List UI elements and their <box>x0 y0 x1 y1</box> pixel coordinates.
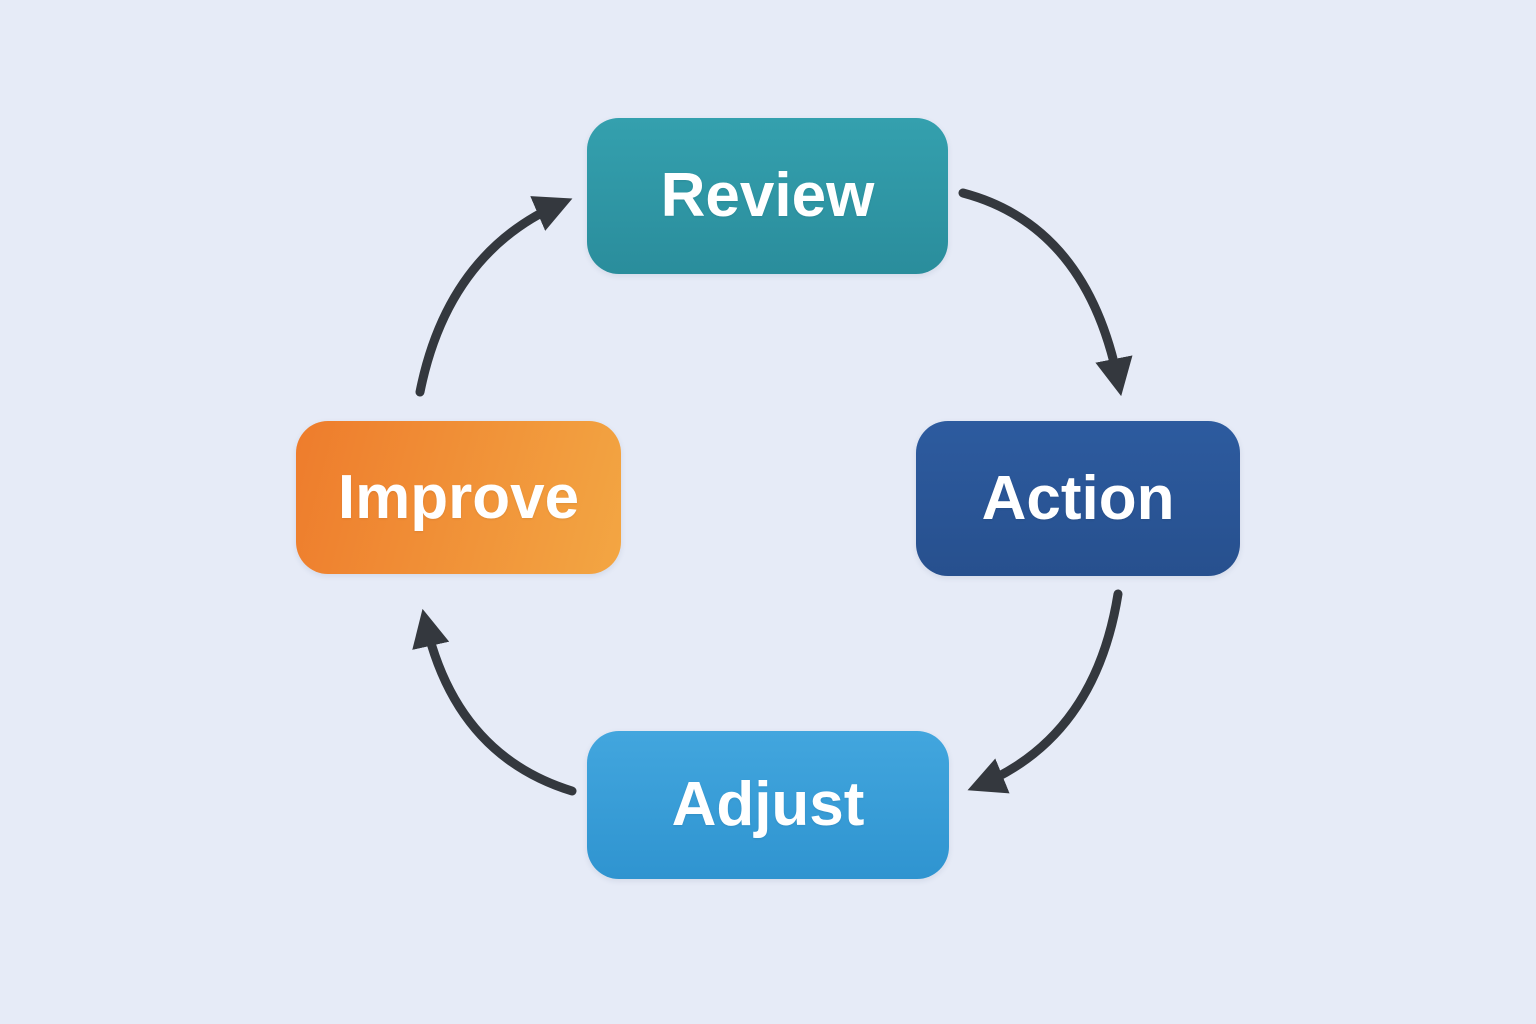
node-action-label: Action <box>981 463 1175 533</box>
node-improve-label: Improve <box>337 462 580 532</box>
node-improve: Improve <box>296 421 621 574</box>
arrow-improve-to-review <box>415 196 573 397</box>
node-review-label: Review <box>660 161 875 230</box>
arrow-adjust-to-improve <box>412 608 577 796</box>
arrow-action-to-adjust <box>967 589 1123 794</box>
arrow-review-to-action <box>958 188 1133 397</box>
node-adjust-label: Adjust <box>671 770 865 839</box>
node-action: Action <box>916 421 1240 576</box>
node-review: Review <box>587 118 948 274</box>
node-adjust: Adjust <box>587 731 949 879</box>
